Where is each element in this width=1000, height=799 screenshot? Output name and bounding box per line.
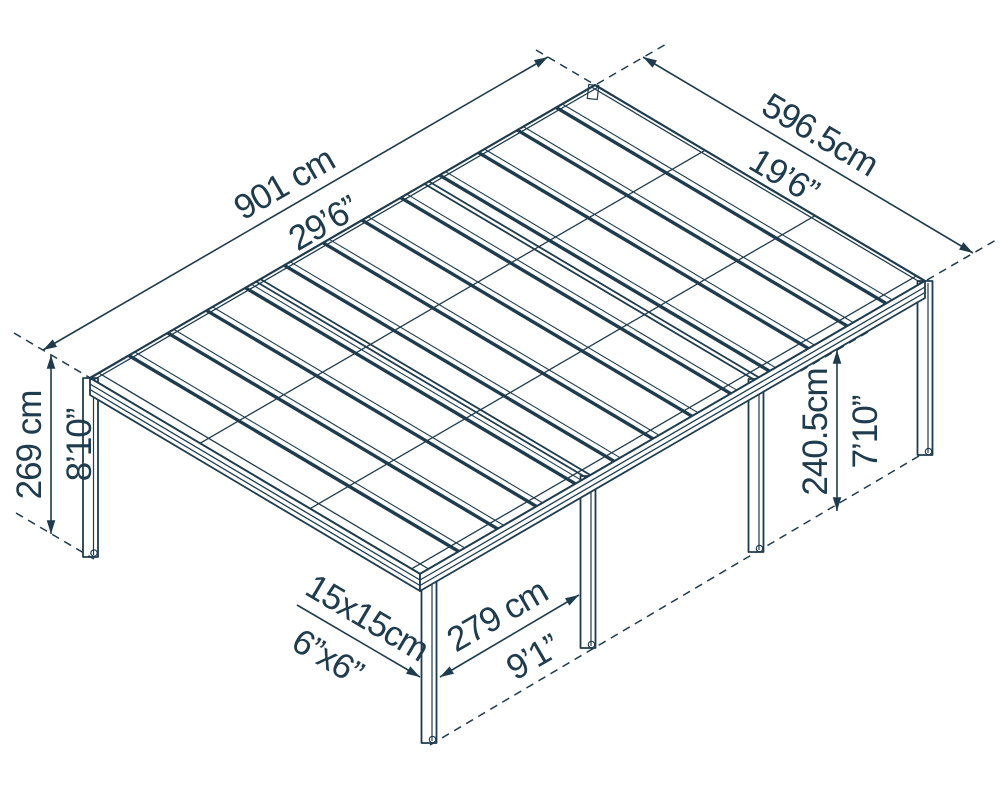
dimension-roof-long: 901 cm 29’6” xyxy=(42,56,549,351)
post-mid-front-2 xyxy=(747,378,765,553)
dim-height-left-imperial: 8’10” xyxy=(60,408,99,481)
dim-height-left-metric: 269 cm xyxy=(10,391,49,500)
dimension-post-spacing: 279 cm 9’1” xyxy=(439,572,580,688)
post-right-corner xyxy=(916,280,934,456)
dimension-roof-short: 596.5cm 19’6” xyxy=(642,56,974,254)
dim-height-right-metric: 240.5cm xyxy=(796,368,835,495)
dimension-layer: 901 cm 29’6” 596.5cm 19’6” 269 cm 8’10” … xyxy=(10,42,997,694)
post-front-corner xyxy=(420,573,438,744)
ground-line xyxy=(429,452,925,746)
dimension-post-size: 15x15cm 6”x6” xyxy=(285,567,435,694)
dim-height-right-imperial: 7’10” xyxy=(846,395,885,468)
dimension-height-right: 240.5cm 7’10” xyxy=(796,349,885,512)
post-mid-front-1 xyxy=(579,475,597,649)
roof xyxy=(88,83,927,576)
roof-fascia xyxy=(89,280,926,592)
dimension-height-left: 269 cm 8’10” xyxy=(10,354,99,535)
